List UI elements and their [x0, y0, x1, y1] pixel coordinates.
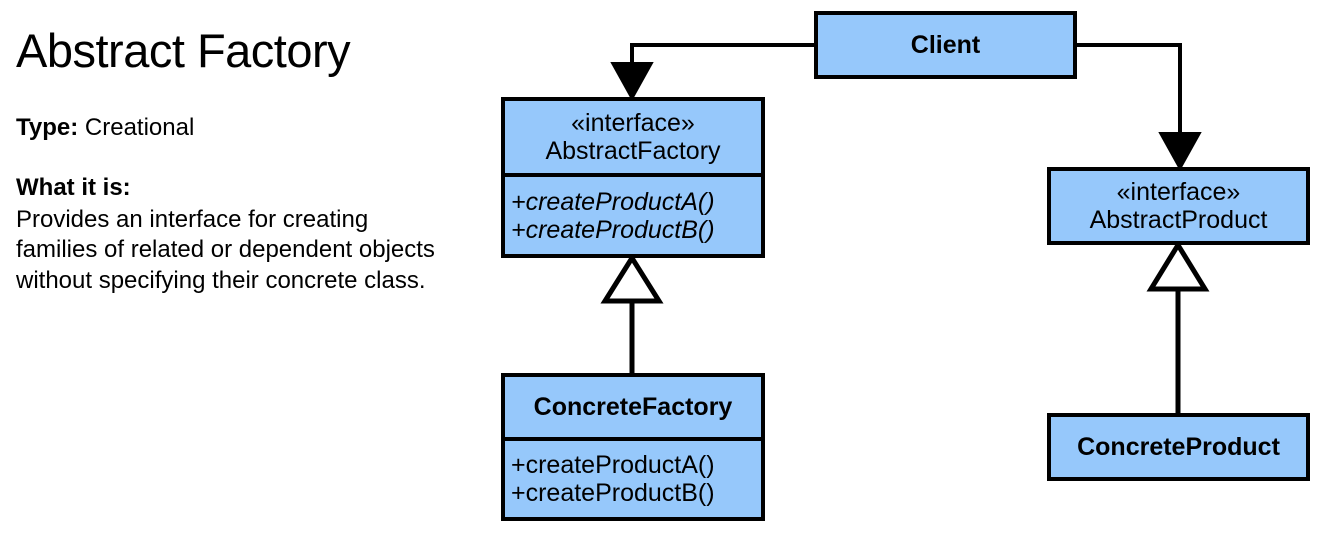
- what-it-is-heading: What it is:: [16, 173, 131, 201]
- hollow-triangle-arrowhead-icon: [1146, 240, 1210, 292]
- operation-item: +createProductB(): [511, 479, 715, 507]
- page-title: Abstract Factory: [16, 24, 351, 77]
- class-box-abstractfactory[interactable]: «interface» AbstractFactory +createProdu…: [501, 97, 765, 258]
- class-operations-abstractfactory: +createProductA() +createProductB(): [505, 173, 761, 254]
- class-header-client: Client: [818, 15, 1073, 75]
- class-stereotype-abstractproduct: «interface»: [1116, 178, 1241, 206]
- class-box-abstractproduct[interactable]: «interface» AbstractProduct: [1047, 167, 1310, 245]
- class-name-concretefactory: ConcreteFactory: [533, 393, 733, 421]
- class-stereotype-abstractfactory: «interface»: [571, 109, 695, 137]
- connector-concreteproduct-to-abstractproduct: [1146, 240, 1210, 413]
- connector-client-to-abstractproduct: [1077, 43, 1202, 172]
- class-header-abstractfactory: «interface» AbstractFactory: [505, 101, 761, 173]
- class-name-abstractproduct: AbstractProduct: [1089, 206, 1268, 234]
- connector-concretefactory-to-abstractfactory: [600, 253, 664, 373]
- filled-arrowhead-icon: [1158, 132, 1202, 172]
- connector-client-to-abstractfactory: [610, 43, 814, 102]
- what-it-is-body: Provides an interface for creating famil…: [16, 205, 435, 295]
- class-name-client: Client: [910, 31, 981, 59]
- pattern-type-label: Type:: [16, 113, 79, 141]
- operation-item: +createProductA(): [511, 451, 715, 479]
- operation-item: +createProductA(): [511, 187, 715, 216]
- pattern-type-value: Creational: [84, 113, 195, 141]
- hollow-triangle-arrowhead-icon: [600, 253, 664, 304]
- class-header-concretefactory: ConcreteFactory: [505, 377, 761, 437]
- class-operations-concretefactory: +createProductA() +createProductB(): [505, 437, 761, 517]
- operation-item: +createProductB(): [511, 215, 715, 244]
- class-box-concretefactory[interactable]: ConcreteFactory +createProductA() +creat…: [501, 373, 765, 521]
- filled-arrowhead-icon: [610, 62, 654, 102]
- class-header-concreteproduct: ConcreteProduct: [1051, 417, 1306, 477]
- class-box-concreteproduct[interactable]: ConcreteProduct: [1047, 413, 1310, 481]
- pattern-type-row: Type: Creational: [16, 113, 466, 143]
- pattern-info-panel: Abstract Factory Type: Creational What i…: [16, 24, 466, 297]
- class-header-abstractproduct: «interface» AbstractProduct: [1051, 171, 1306, 241]
- class-name-concreteproduct: ConcreteProduct: [1077, 433, 1280, 461]
- class-name-abstractfactory: AbstractFactory: [545, 137, 721, 165]
- class-box-client[interactable]: Client: [814, 11, 1077, 79]
